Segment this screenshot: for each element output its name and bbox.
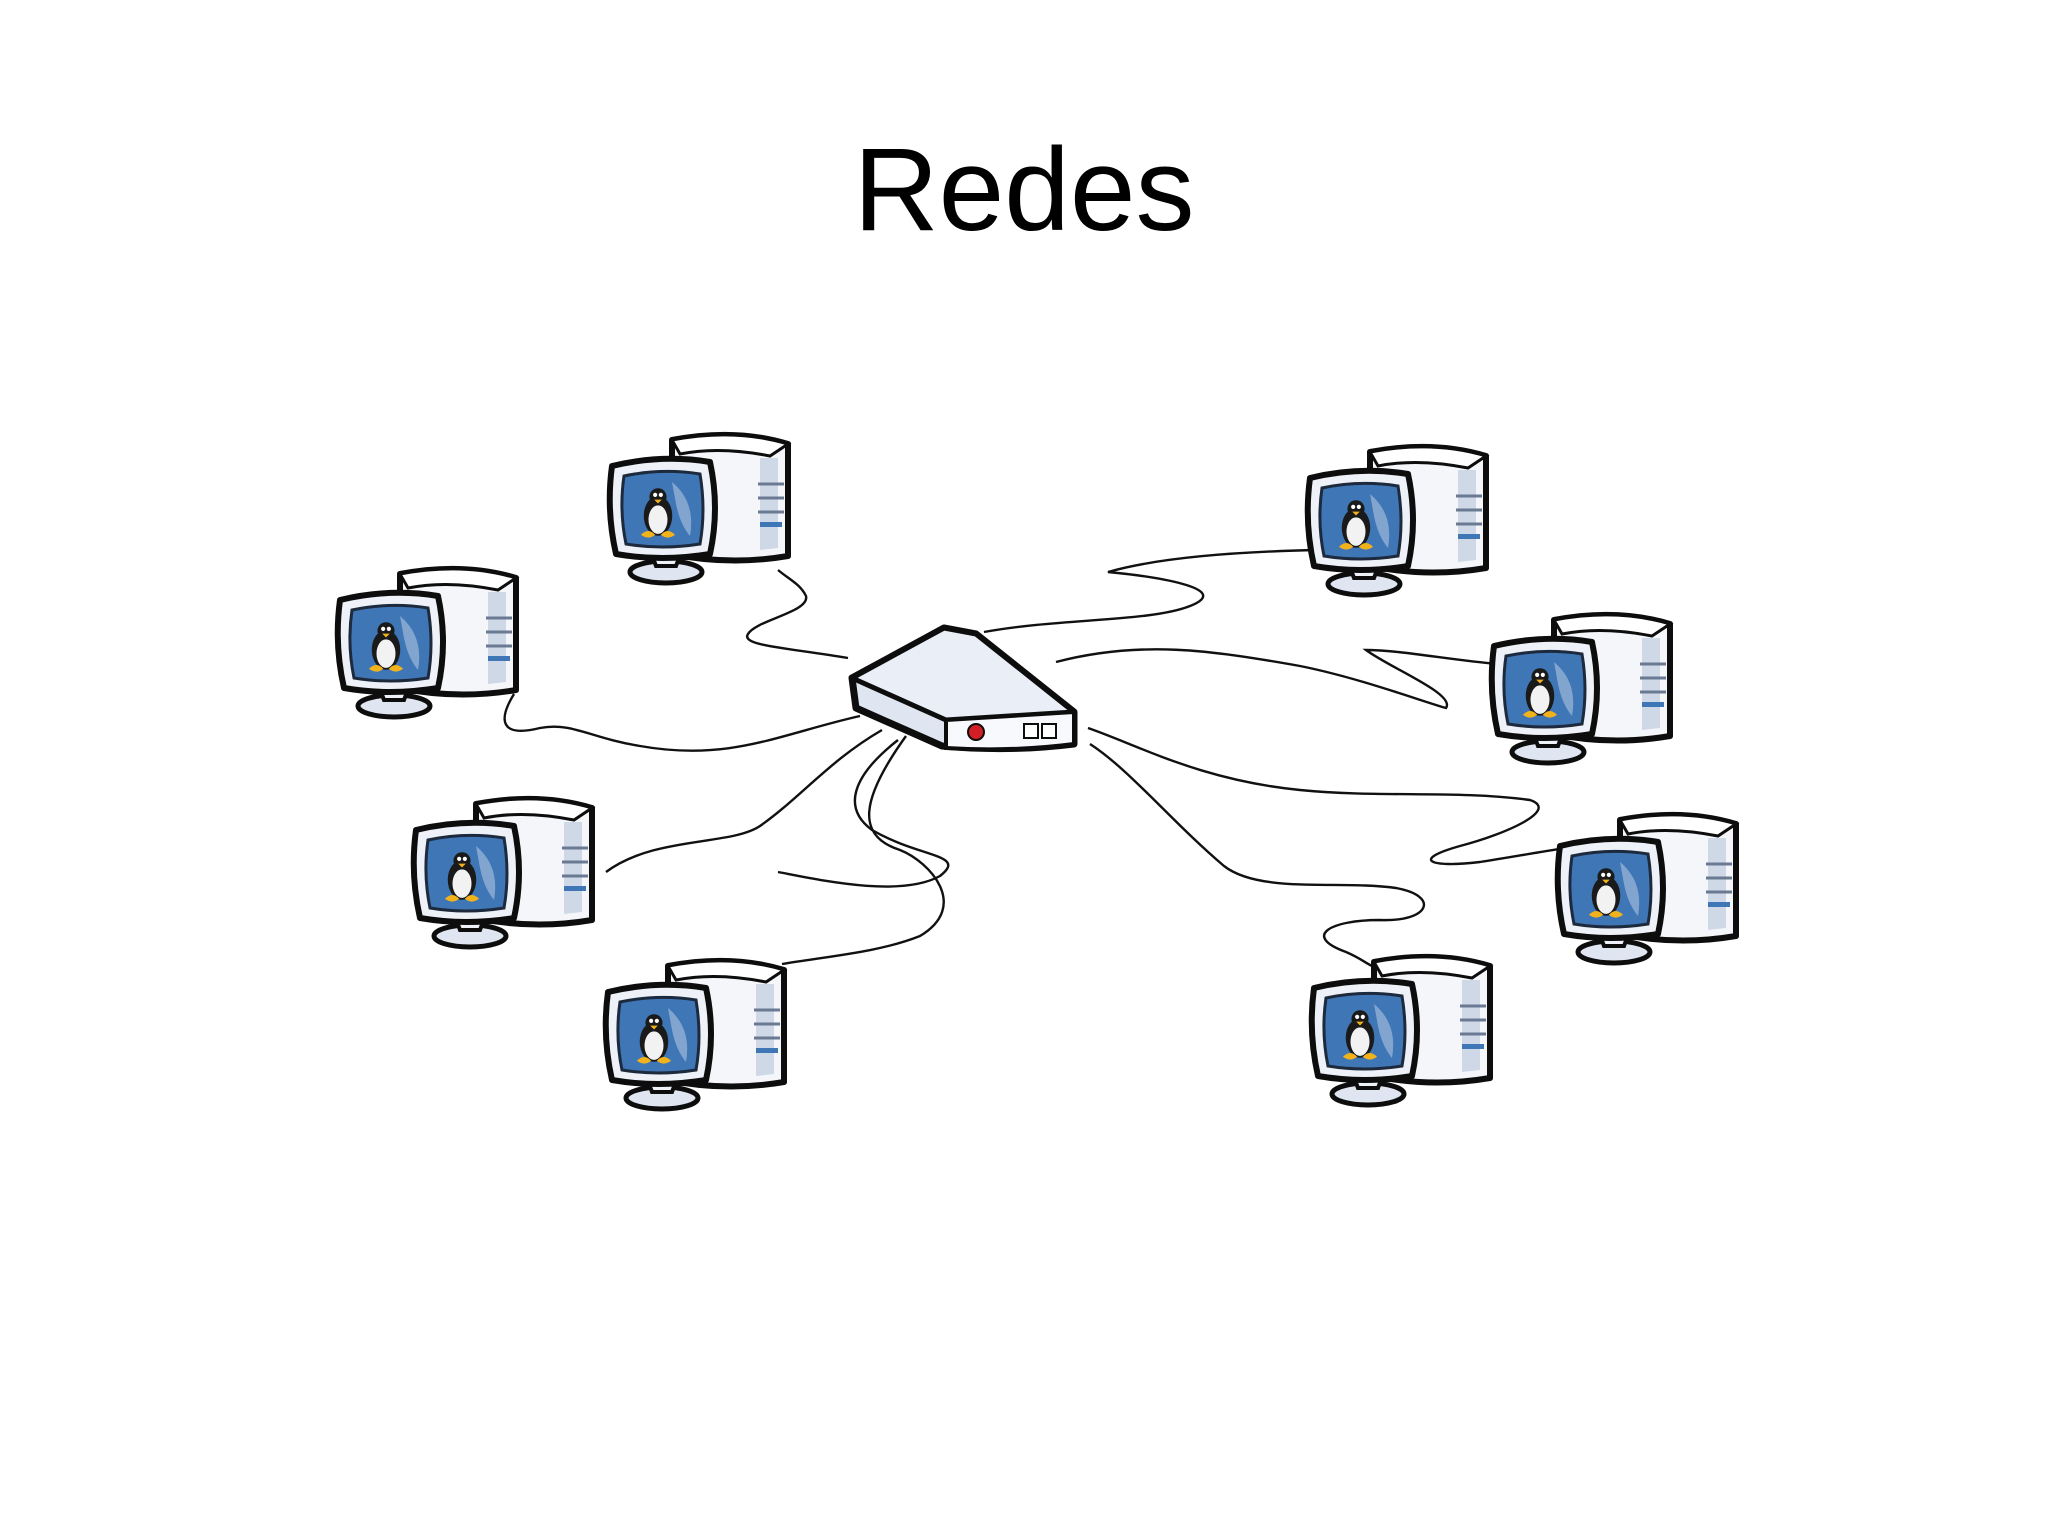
cable	[503, 693, 861, 752]
cable	[605, 728, 883, 873]
cable	[777, 739, 950, 888]
cable	[983, 548, 1319, 634]
computer-left-upper	[338, 569, 516, 717]
computer-bottom-right	[1312, 957, 1490, 1105]
desktop-computer-linux-icon	[1558, 815, 1736, 963]
desktop-computer-linux-icon	[1312, 957, 1490, 1105]
computer-right-upper	[1492, 615, 1670, 763]
desktop-computer-linux-icon	[1308, 447, 1486, 595]
cable	[781, 735, 945, 966]
cable	[1055, 648, 1499, 710]
desktop-computer-linux-icon	[338, 569, 516, 717]
desktop-computer-linux-icon	[606, 961, 784, 1109]
cable	[1089, 742, 1426, 968]
desktop-computer-linux-icon	[414, 799, 592, 947]
desktop-computer-linux-icon	[1492, 615, 1670, 763]
cable	[745, 569, 849, 660]
network-cables	[503, 548, 1601, 968]
network-hub-icon	[848, 624, 1078, 753]
computer-top-right	[1308, 447, 1486, 595]
computer-top-left	[610, 435, 788, 583]
cable	[1087, 726, 1601, 866]
computer-right-lower	[1558, 815, 1736, 963]
computer-bottom-left	[606, 961, 784, 1109]
computer-left-lower	[414, 799, 592, 947]
slide-title: Redes	[853, 124, 1195, 256]
desktop-computer-linux-icon	[610, 435, 788, 583]
